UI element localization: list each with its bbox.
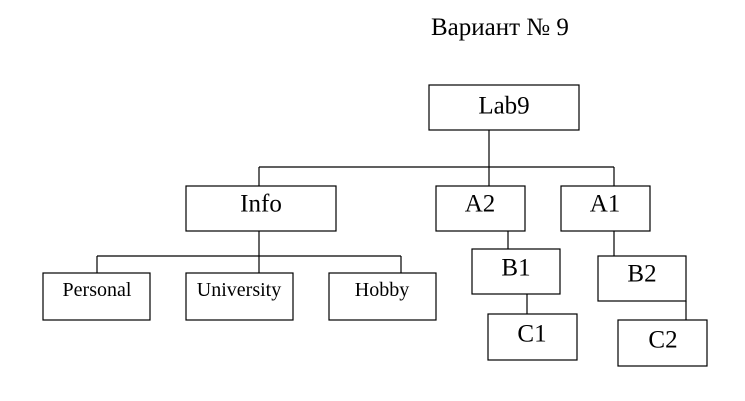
node-info: Info (185, 185, 337, 232)
node-personal: Personal (42, 272, 151, 321)
node-personal-label: Personal (63, 279, 132, 301)
node-hobby: Hobby (328, 272, 437, 321)
node-c2: C2 (617, 319, 708, 367)
node-c2-label: C2 (648, 327, 677, 354)
node-a1-label: A1 (590, 191, 621, 218)
node-university-label: University (197, 279, 281, 301)
edges (96, 130, 687, 320)
node-hobby-label: Hobby (355, 279, 409, 301)
node-lab9: Lab9 (428, 84, 580, 131)
node-b2: B2 (597, 255, 687, 302)
node-lab9-label: Lab9 (478, 93, 529, 120)
diagram-title: Вариант № 9 (431, 14, 569, 41)
node-a1: A1 (560, 185, 651, 232)
node-c1: C1 (487, 313, 578, 361)
node-b1: B1 (471, 248, 561, 295)
node-university: University (185, 272, 294, 321)
node-a2: A2 (435, 185, 526, 232)
node-c1-label: C1 (517, 321, 546, 348)
node-b1-label: B1 (501, 255, 530, 282)
node-info-label: Info (240, 191, 282, 218)
node-a2-label: A2 (465, 191, 496, 218)
node-b2-label: B2 (627, 261, 656, 288)
